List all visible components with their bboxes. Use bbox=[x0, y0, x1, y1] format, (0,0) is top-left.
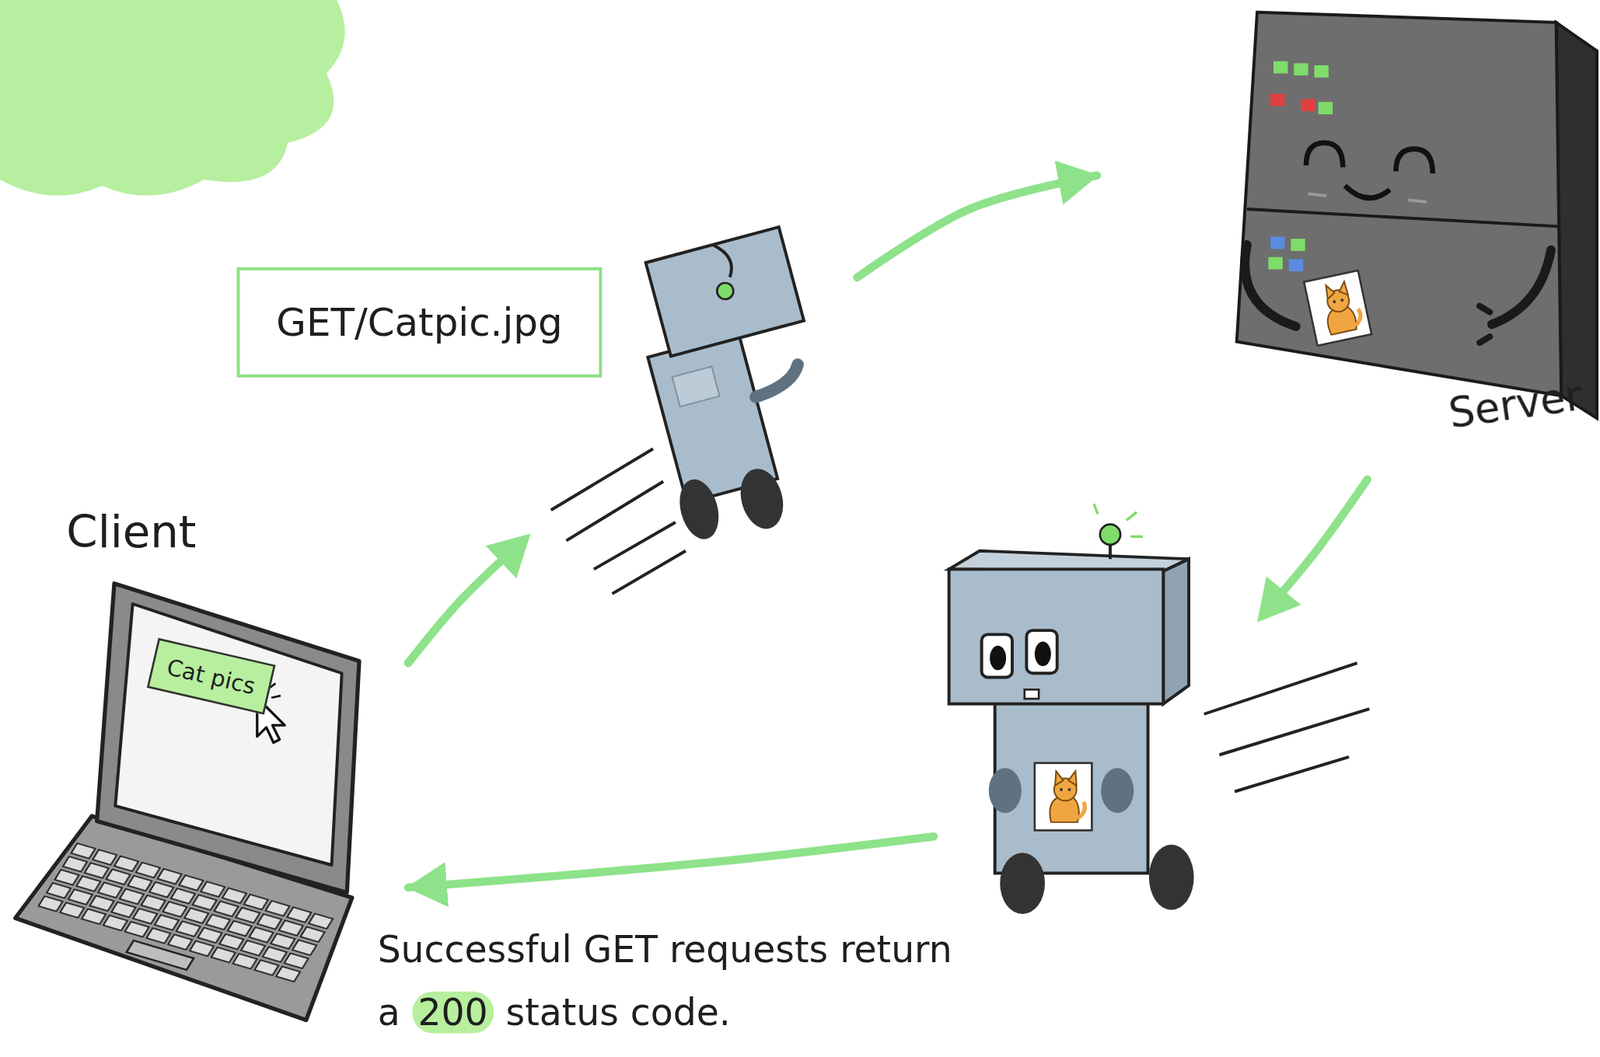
server-node: Server bbox=[1096, 0, 1600, 480]
caption-part: status code. bbox=[494, 992, 731, 1035]
client-node: ClientCat pics bbox=[15, 505, 409, 1026]
request-text: GET/Catpic.jpg bbox=[275, 300, 563, 346]
flow-arrow bbox=[408, 479, 1368, 888]
robot-illustration bbox=[949, 503, 1370, 915]
button-label: Cat pics bbox=[164, 653, 259, 699]
request-box: GET/Catpic.jpg bbox=[237, 267, 603, 378]
arrow-head bbox=[485, 533, 532, 579]
node-heading: Client bbox=[66, 505, 196, 558]
caption-note: Successful GET requests return a 200 sta… bbox=[377, 918, 960, 1045]
button-box: Cat pics bbox=[146, 638, 276, 716]
title-cloud bbox=[0, 0, 346, 196]
arrow-head bbox=[1257, 576, 1301, 623]
highlight: 200 bbox=[412, 992, 495, 1035]
node-heading: Server bbox=[1446, 371, 1586, 437]
laptop-illustration bbox=[15, 583, 360, 1021]
server-illustration bbox=[1236, 12, 1597, 419]
